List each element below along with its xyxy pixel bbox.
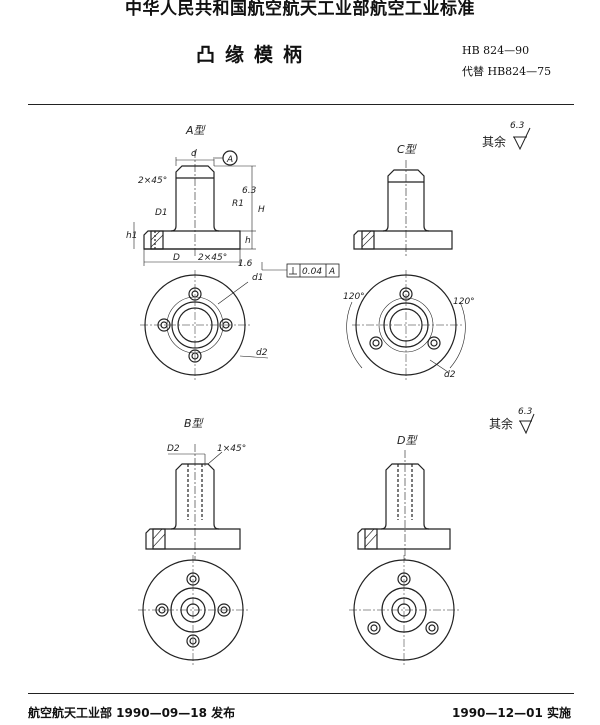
- view-b-front: [145, 444, 241, 560]
- dim-d2-c: d2: [444, 370, 456, 380]
- dim-chamfer-a: 2×45°: [138, 176, 167, 186]
- view-d-label: D型: [397, 434, 418, 447]
- dim-r1: R1: [232, 199, 244, 209]
- view-d-front: [357, 450, 451, 560]
- view-a-front: [133, 150, 340, 278]
- tolerance-value: 0.04: [302, 267, 322, 277]
- dim-d1: D1: [155, 208, 168, 218]
- roughness-rest-value-2: 6.3: [518, 407, 533, 417]
- dim-h: h: [245, 236, 251, 246]
- replaces-standard: 代替 HB824—75: [462, 65, 552, 78]
- issued-date: 航空航天工业部 1990—09—18 发布: [28, 706, 236, 720]
- view-c-front: [353, 160, 453, 258]
- roughness-rest-label: 其余: [482, 134, 506, 149]
- dim-d1-plan: d1: [252, 273, 263, 283]
- dim-d: d: [191, 149, 197, 159]
- roughness-rest-value: 6.3: [510, 121, 525, 131]
- dim-chamfer-b: 1×45°: [217, 444, 246, 454]
- dim-h1: h1: [126, 231, 137, 241]
- dim-D2: D2: [167, 444, 180, 454]
- dim-d2-a: d2: [256, 348, 268, 358]
- dim-H: H: [258, 205, 265, 215]
- view-c-plan: [346, 270, 466, 380]
- roughness-rest-label-2: 其余: [489, 416, 513, 431]
- standard-number: HB 824—90: [462, 44, 530, 57]
- view-a-label: A型: [185, 124, 207, 137]
- roughness-a: 6.3: [242, 186, 257, 196]
- view-a-plan: [140, 270, 269, 380]
- view-c-label: C型: [397, 143, 418, 156]
- dim-chamfer-a2: 2×45°: [198, 253, 227, 263]
- roughness-symbol-icon-2: [519, 413, 535, 435]
- angle-left: 120°: [343, 292, 365, 302]
- footer-rule: [28, 693, 574, 694]
- effective-date: 1990—12—01 实施: [452, 706, 571, 720]
- tolerance-datum: A: [328, 267, 335, 277]
- header-rule: [28, 104, 574, 105]
- angle-right: 120°: [453, 297, 475, 307]
- dim-D: D: [173, 253, 180, 263]
- view-b-plan: [138, 555, 248, 665]
- roughness-symbol-icon: [513, 127, 531, 151]
- standard-org-header: 中华人民共和国航空航天工业部航空工业标准: [125, 0, 475, 19]
- view-b-label: B型: [184, 417, 205, 430]
- view-d-plan: [349, 555, 459, 665]
- roughness-a2: 1.6: [238, 259, 253, 269]
- datum-a: A: [226, 155, 233, 165]
- page-title: 凸缘模柄: [196, 44, 313, 66]
